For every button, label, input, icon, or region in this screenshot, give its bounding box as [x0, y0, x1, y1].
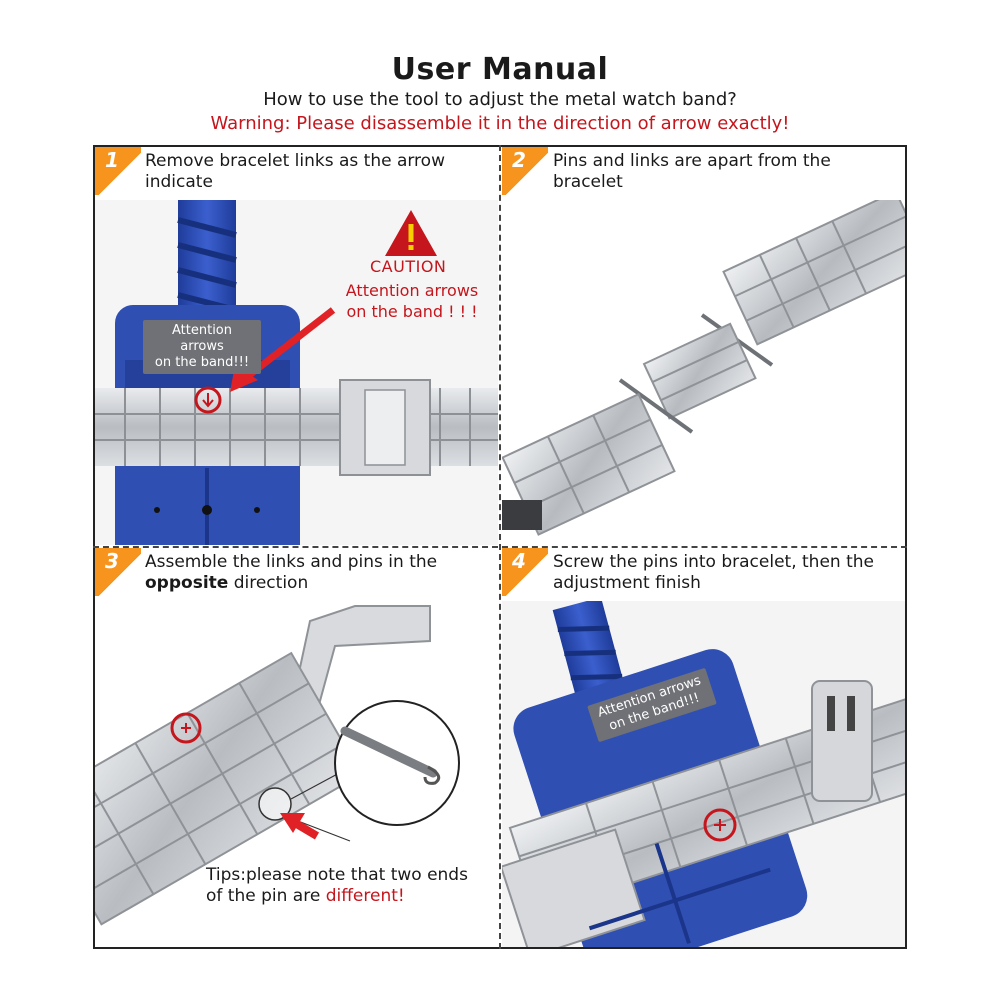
step-2-instruction: Pins and links are apart from the bracel…	[553, 151, 893, 193]
step-3-line-2-rest: direction	[228, 573, 309, 593]
step-4-line-1: Screw the pins into bracelet, then the	[553, 552, 874, 572]
step-3-line-2: opposite direction	[145, 573, 485, 594]
tips-line-2: of the pin are different!	[206, 886, 468, 907]
step-1-line-2: indicate	[145, 172, 213, 192]
step-3-line-1: Assemble the links and pins in the	[145, 552, 438, 572]
tips-emphasis: different!	[325, 886, 405, 906]
step-number-3: 3	[105, 549, 119, 573]
step-2-line-1: Pins and links are apart from the	[553, 151, 831, 171]
page-subtitle: How to use the tool to adjust the metal …	[263, 89, 737, 110]
step-1-illustration	[95, 200, 498, 545]
step-number-1: 1	[105, 148, 119, 172]
warning-triangle-icon	[385, 210, 437, 256]
step-1-tool-label: Attention arrows on the band!!!	[143, 320, 261, 374]
step-3-photo	[95, 601, 498, 947]
step-badge-3	[95, 548, 141, 596]
caution-label: CAUTION	[370, 257, 447, 276]
page-title: User Manual	[391, 52, 609, 87]
step-3-instruction: Assemble the links and pins in the oppos…	[145, 552, 485, 594]
caution-text: Attention arrows on the band ! ! !	[332, 280, 492, 322]
step-1-instruction: Remove bracelet links as the arrow indic…	[145, 151, 485, 193]
tips-note: Tips:please note that two ends of the pi…	[206, 865, 468, 907]
step-1-tool-label-line-1: Attention arrows	[172, 323, 232, 354]
manual-header: User Manual How to use the tool to adjus…	[0, 52, 1000, 136]
tips-line-1: Tips:please note that two ends	[206, 865, 468, 885]
step-badge-1	[95, 147, 141, 195]
step-1-line-1: Remove bracelet links as the arrow	[145, 151, 445, 171]
horizontal-divider	[93, 546, 907, 548]
step-2-illustration	[502, 200, 905, 536]
step-3-emphasis: opposite	[145, 573, 229, 593]
step-4-line-2: adjustment finish	[553, 573, 701, 593]
step-2-photo	[502, 200, 905, 545]
step-number-2: 2	[512, 148, 526, 172]
step-4-photo	[502, 601, 905, 947]
tips-line-2-start: of the pin are	[206, 886, 326, 906]
step-2-line-2: bracelet	[553, 172, 623, 192]
step-number-4: 4	[512, 549, 526, 573]
step-4-instruction: Screw the pins into bracelet, then the a…	[553, 552, 893, 594]
step-4-illustration	[502, 601, 905, 947]
step-badge-2	[502, 147, 548, 195]
step-1-tool-label-line-2: on the band!!!	[154, 355, 250, 370]
warning-text: Warning: Please disassemble it in the di…	[210, 113, 790, 134]
caution-line-1: Attention arrows	[345, 281, 479, 300]
step-3-illustration	[95, 605, 460, 926]
caution-line-2: on the band ! ! !	[346, 302, 478, 321]
step-badge-4	[502, 548, 548, 596]
